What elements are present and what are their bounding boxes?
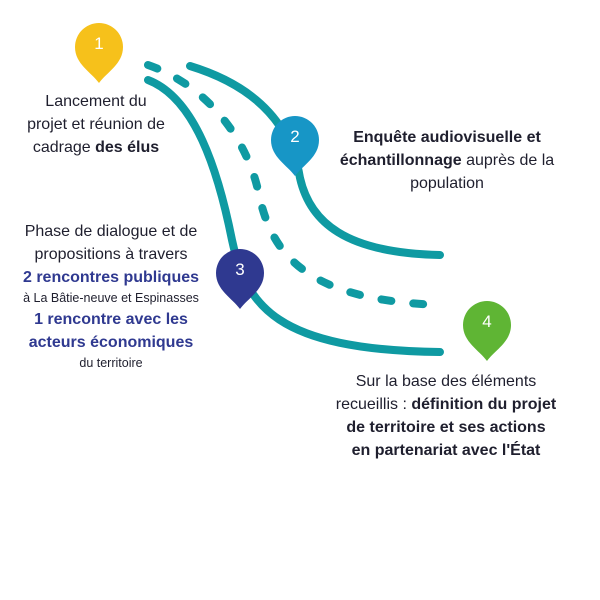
step-1-number: 1 [94,34,104,53]
step-3-line-6: acteurs économiques [28,334,194,351]
step-1-line-2: projet et réunion de [27,116,165,133]
step-1-line-3-bold: des élus [95,139,160,156]
step-2-pin: 2 [270,115,320,179]
step-1-line-1: Lancement du [45,93,147,110]
step-2-text: Enquête audiovisuelle et échantillonnage… [322,126,572,195]
step-1-text: Lancement du projet et réunion de cadrag… [6,90,186,159]
step-2-line-3: population [410,175,484,192]
step-3-line-1: Phase de dialogue et de [24,223,198,240]
step-1-pin: 1 [74,22,124,86]
pin-shape [216,249,264,309]
pin-shape [75,23,123,83]
step-3-line-5: 1 rencontre avec les [34,311,188,328]
step-2-line-1: Enquête audiovisuelle et [353,129,541,146]
step-3-line-7: du territoire [79,356,143,370]
step-3-line-3: 2 rencontres publiques [22,269,200,286]
step-2-line-2: échantillonnage auprès de la [322,149,572,172]
step-4-number: 4 [482,312,492,331]
step-4-line-3: de territoire et ses actions [346,419,546,436]
step-3-line-4: à La Bâtie-neuve et Espinasses [23,291,199,305]
step-4-pin: 4 [462,300,512,364]
step-1-line-3-plain: cadrage [32,139,96,156]
step-4-line-4: en partenariat avec l'État [351,442,541,459]
step-4-line-2: recueillis : définition du projet [310,393,582,416]
step-3-pin: 3 [215,248,265,312]
road-left-edge [144,76,444,356]
step-2-number: 2 [290,127,300,146]
pin-shape [463,301,511,361]
step-4-line-1: Sur la base des éléments [355,373,537,390]
step-2-line-2-plain: auprès de la [461,152,555,169]
step-3-line-2: propositions à travers [34,246,188,263]
step-1-line-3: cadrage des élus [6,136,186,159]
road-center-dashes [144,61,444,309]
step-4-line-2-bold: définition du projet [411,396,557,413]
step-2-line-2-bold: échantillonnage [339,152,462,169]
step-3-text: Phase de dialogue et de propositions à t… [0,220,222,373]
step-4-text: Sur la base des éléments recueillis : dé… [310,370,582,462]
step-3-number: 3 [235,260,245,279]
step-4-line-2-plain: recueillis : [335,396,412,413]
road-right-edge [186,62,444,259]
pin-shape [271,116,319,176]
